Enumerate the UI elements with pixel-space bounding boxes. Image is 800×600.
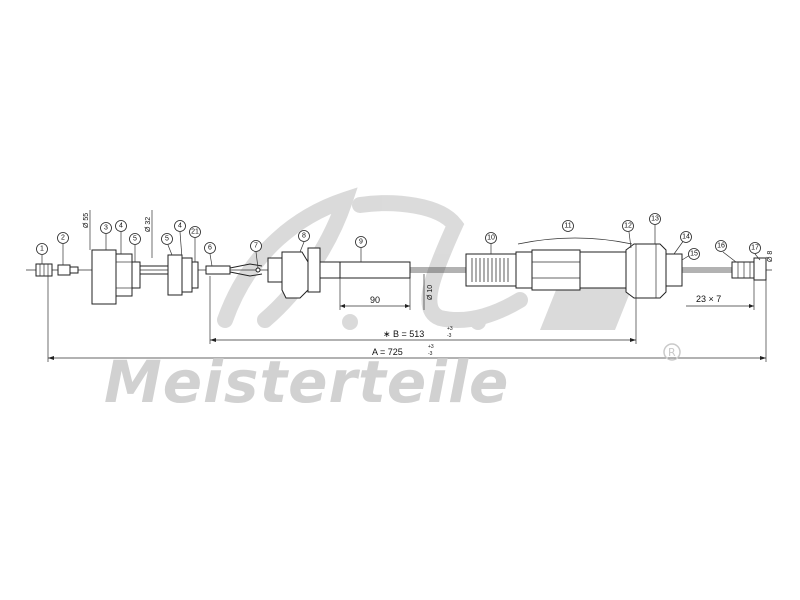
svg-text:5: 5 — [165, 236, 169, 243]
svg-text:17: 17 — [751, 245, 759, 252]
svg-text:Meisterteile: Meisterteile — [104, 348, 509, 416]
self-adjuster — [465, 249, 627, 291]
svg-text:A = 725: A = 725 — [372, 347, 403, 357]
callout-13: 13 — [649, 213, 661, 225]
registered-mark: R — [663, 343, 681, 361]
end-fitting-right — [731, 257, 767, 281]
svg-text:16: 16 — [717, 243, 725, 250]
svg-text:13: 13 — [651, 216, 659, 223]
callout-9: 9 — [355, 236, 367, 248]
damper-body — [91, 249, 141, 305]
svg-text:7: 7 — [254, 243, 258, 250]
callout-2: 2 — [57, 232, 69, 244]
svg-text:+3: +3 — [447, 326, 453, 332]
sleeve-tube — [339, 261, 411, 279]
watermark: Meisterteile R — [104, 343, 681, 416]
svg-text:-3: -3 — [447, 333, 452, 339]
svg-text:2: 2 — [61, 235, 65, 242]
mounting-bracket — [267, 247, 341, 299]
svg-text:Ø 8: Ø 8 — [767, 251, 774, 262]
svg-text:12: 12 — [624, 223, 632, 230]
svg-text:∗ B = 513: ∗ B = 513 — [383, 329, 424, 339]
callout-16: 16 — [715, 240, 727, 252]
svg-text:21: 21 — [191, 229, 199, 236]
callout-17: 17 — [749, 242, 761, 254]
svg-text:4: 4 — [178, 223, 182, 230]
leader-lines — [41, 225, 761, 269]
callout-15: 15 — [688, 248, 700, 260]
diameter-label-10: Ø 10 — [423, 274, 434, 310]
dimension-90: 90 — [339, 278, 411, 310]
dimension-fitting: 23 × 7 — [686, 280, 755, 310]
svg-text:5: 5 — [133, 236, 137, 243]
svg-text:Ø 55: Ø 55 — [83, 213, 90, 228]
callout-3: 3 — [100, 222, 112, 234]
svg-text:11: 11 — [564, 223, 571, 230]
callout-12: 12 — [622, 220, 634, 232]
callout-7: 7 — [250, 240, 262, 252]
callout-4: 4 — [115, 220, 127, 232]
outer-housing — [625, 243, 683, 299]
dimension-b: ∗ B = 513 +3 -3 — [209, 276, 637, 344]
svg-text:14: 14 — [682, 234, 690, 241]
svg-text:-3: -3 — [428, 351, 433, 357]
svg-text:R: R — [668, 346, 676, 359]
callout-11: 11 — [562, 220, 574, 232]
callout-8: 8 — [298, 230, 310, 242]
range-arc — [517, 237, 633, 245]
svg-text:9: 9 — [359, 239, 363, 246]
callout-14: 14 — [680, 231, 692, 243]
callout-1: 1 — [36, 243, 48, 255]
svg-text:4: 4 — [119, 223, 123, 230]
svg-text:15: 15 — [690, 251, 698, 258]
svg-text:3: 3 — [104, 225, 108, 232]
dimension-a: A = 725 +3 -3 — [47, 276, 767, 362]
callout-4b: 4 — [174, 220, 186, 232]
svg-text:10: 10 — [487, 235, 495, 242]
svg-text:1: 1 — [40, 246, 44, 253]
callout-10: 10 — [485, 232, 497, 244]
grommet — [167, 254, 199, 296]
diameter-label-8: Ø 8 — [767, 251, 774, 262]
svg-text:6: 6 — [208, 245, 212, 252]
callout-21: 21 — [189, 226, 201, 238]
svg-text:8: 8 — [302, 233, 306, 240]
diameter-label-32: Ø 32 — [145, 210, 153, 258]
diameter-label-55: Ø 55 — [83, 210, 91, 250]
callout-5a: 5 — [129, 233, 141, 245]
svg-text:Ø 32: Ø 32 — [145, 217, 152, 232]
svg-text:+3: +3 — [428, 344, 434, 350]
svg-text:Ø 10: Ø 10 — [427, 285, 434, 300]
callout-5b: 5 — [161, 233, 173, 245]
svg-text:90: 90 — [370, 295, 380, 305]
end-fitting-left — [35, 263, 79, 277]
svg-text:23 × 7: 23 × 7 — [696, 294, 721, 304]
callout-6: 6 — [204, 242, 216, 254]
